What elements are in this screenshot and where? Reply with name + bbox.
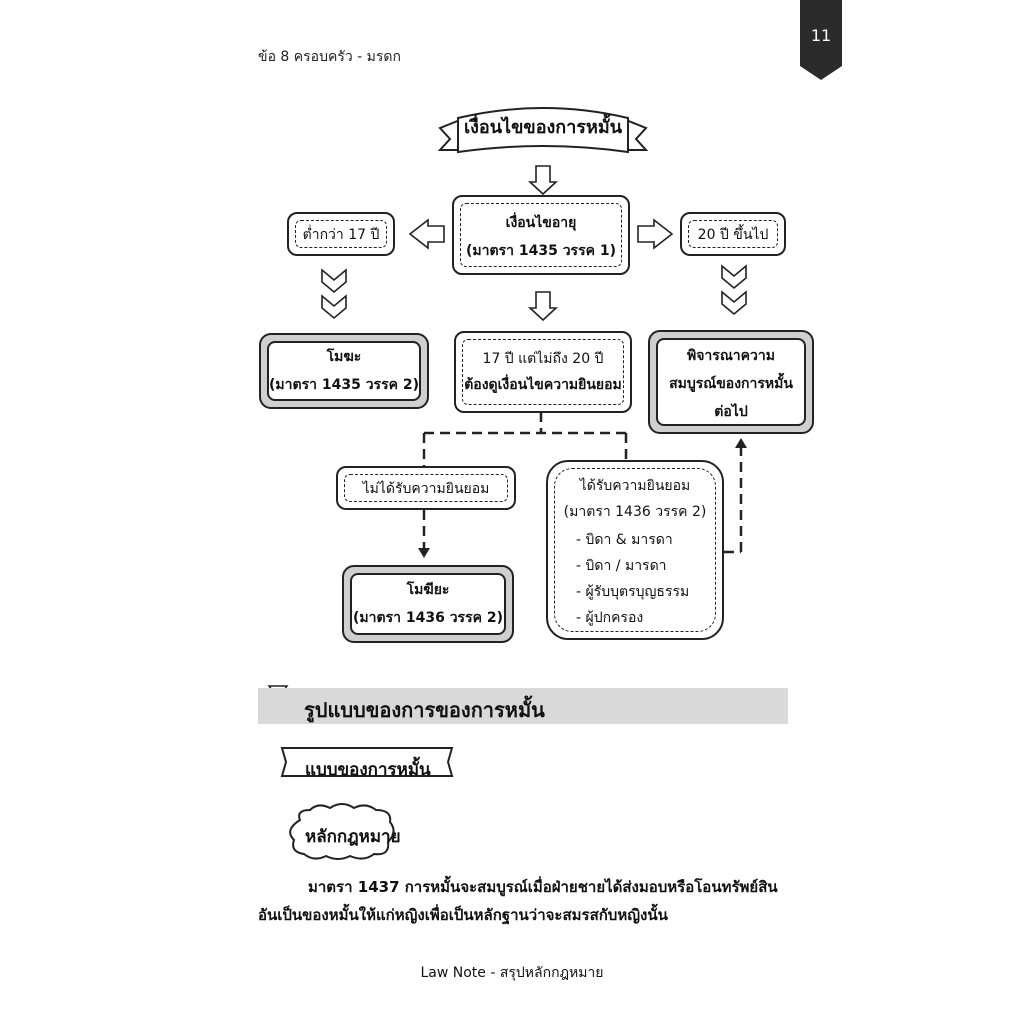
law-label: หลักกฎหมาย bbox=[305, 827, 401, 847]
consent-item: - ผู้ปกครอง bbox=[576, 610, 644, 626]
diagram-title: เงื่อนไขของการหมั้น bbox=[463, 117, 623, 138]
law-cloud-badge bbox=[289, 803, 395, 860]
side-arrow-icon bbox=[408, 218, 674, 250]
consent-item: - บิดา / มารดา bbox=[576, 558, 667, 574]
no-consent-box: ไม่ได้รับความยินยอม bbox=[336, 466, 516, 510]
age-condition-line1: เงื่อนไขอายุ bbox=[505, 215, 577, 231]
page-number: 11 bbox=[810, 26, 832, 45]
void-box: โมฆะ (มาตรา 1435 วรรค 2) bbox=[259, 333, 429, 409]
section-title: รูปแบบของการของการหมั้น bbox=[304, 698, 545, 722]
subheading-ribbon bbox=[280, 747, 454, 777]
between-line1: 17 ปี แต่ไม่ถึง 20 ปี bbox=[482, 351, 604, 367]
consider-line3: ต่อไป bbox=[714, 404, 748, 420]
chevron-down-icon bbox=[321, 264, 747, 320]
between-17-20-box: 17 ปี แต่ไม่ถึง 20 ปี ต้องดูเงื่อนไขความ… bbox=[454, 331, 632, 413]
section-bar bbox=[258, 688, 788, 724]
voidable-box: โมฆียะ (มาตรา 1436 วรรค 2) bbox=[342, 565, 514, 643]
over-20-label: 20 ปี ขึ้นไป bbox=[697, 227, 769, 243]
void-line1: โมฆะ bbox=[326, 349, 362, 365]
over-20-box: 20 ปี ขึ้นไป bbox=[680, 212, 786, 256]
void-line2: (มาตรา 1435 วรรค 2) bbox=[269, 377, 419, 393]
under-17-box: ต่ำกว่า 17 ปี bbox=[287, 212, 395, 256]
age-condition-box: เงื่อนไขอายุ (มาตรา 1435 วรรค 1) bbox=[452, 195, 630, 275]
page-footer: Law Note - สรุปหลักกฎหมาย bbox=[420, 965, 604, 981]
branch-lines bbox=[422, 412, 743, 554]
voidable-line1: โมฆียะ bbox=[406, 582, 450, 598]
down-arrow-icon bbox=[527, 165, 559, 322]
consider-validity-box: พิจารณาความ สมบูรณ์ของการหมั้น ต่อไป bbox=[648, 330, 814, 434]
no-consent-label: ไม่ได้รับความยินยอม bbox=[362, 481, 490, 497]
arrow-heads bbox=[418, 438, 747, 558]
chapter-heading: ข้อ 8 ครอบครัว - มรดก bbox=[258, 49, 401, 65]
consent-line2: (มาตรา 1436 วรรค 2) bbox=[563, 504, 707, 520]
consent-item: - ผู้รับบุตรบุญธรรม bbox=[576, 584, 690, 600]
page-number-badge bbox=[800, 0, 842, 80]
title-ribbon bbox=[437, 107, 649, 154]
under-17-label: ต่ำกว่า 17 ปี bbox=[302, 227, 380, 243]
consent-box: ได้รับความยินยอม (มาตรา 1436 วรรค 2) - บ… bbox=[546, 460, 724, 640]
paragraph-line: อันเป็นของหมั้นให้แก่หญิงเพื่อเป็นหลักฐา… bbox=[258, 906, 668, 924]
between-line2: ต้องดูเงื่อนไขความยินยอม bbox=[464, 377, 622, 393]
paragraph-line: มาตรา 1437 การหมั้นจะสมบูรณ์เมื่อฝ่ายชาย… bbox=[308, 878, 778, 896]
consider-line2: สมบูรณ์ของการหมั้น bbox=[669, 376, 793, 392]
age-condition-line2: (มาตรา 1435 วรรค 1) bbox=[466, 243, 616, 259]
consent-line1: ได้รับความยินยอม bbox=[579, 478, 691, 494]
consider-line1: พิจารณาความ bbox=[687, 348, 775, 364]
consent-item: - บิดา & มารดา bbox=[576, 532, 673, 548]
voidable-line2: (มาตรา 1436 วรรค 2) bbox=[353, 610, 503, 626]
subheading: แบบของการหมั้น bbox=[305, 760, 431, 780]
